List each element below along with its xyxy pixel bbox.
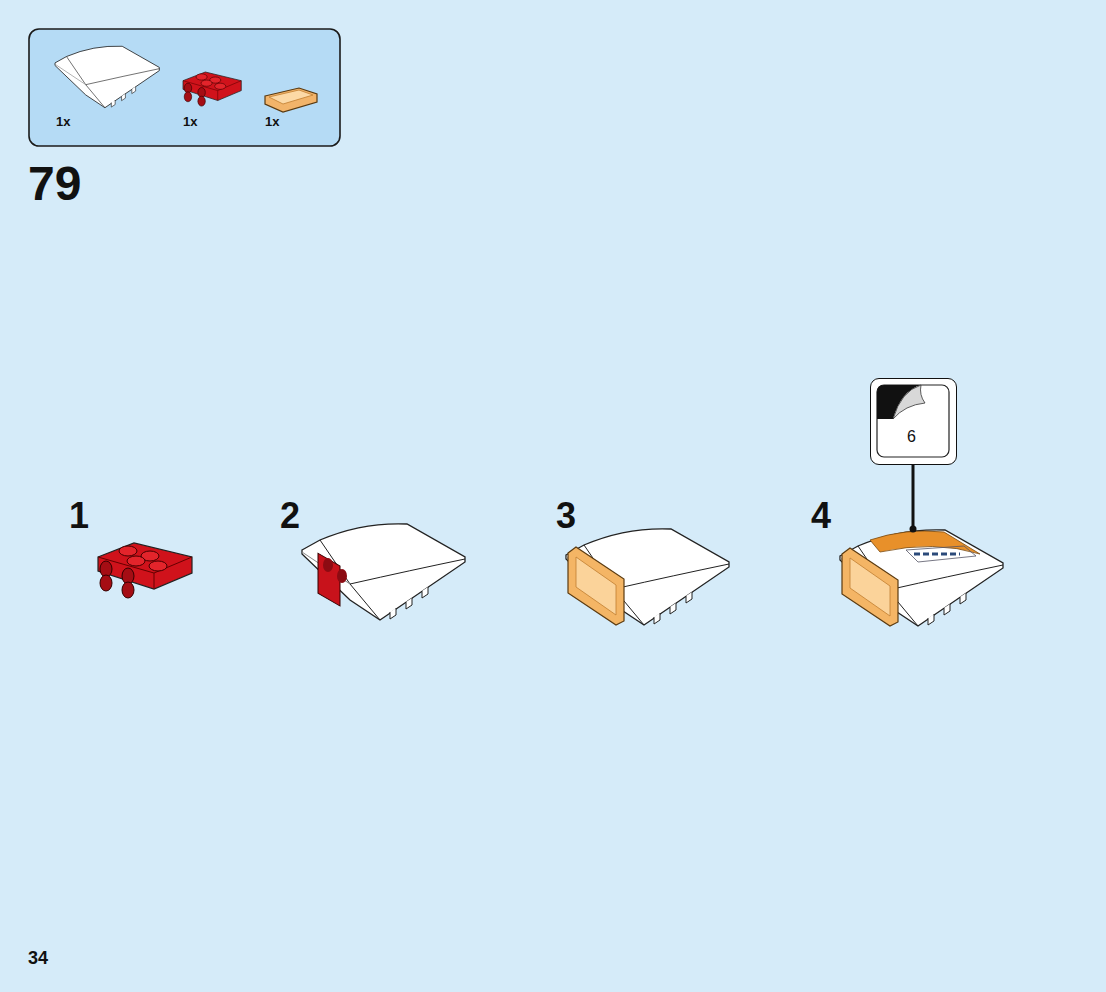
step-number: 79: [28, 160, 81, 208]
substep-number: 1: [69, 498, 89, 534]
substep-number: 4: [811, 498, 831, 534]
substep-number: 2: [280, 498, 300, 534]
sticker-number: 6: [907, 429, 916, 445]
parts-list-box: 1x 1x 1x: [29, 29, 340, 146]
part-count: 1x: [265, 115, 279, 128]
page-number: 34: [28, 949, 48, 967]
substep-number: 3: [556, 498, 576, 534]
sticker-callout: 6: [870, 378, 957, 465]
part-count: 1x: [56, 115, 70, 128]
part-count: 1x: [183, 115, 197, 128]
sticker-icon: [871, 379, 955, 463]
